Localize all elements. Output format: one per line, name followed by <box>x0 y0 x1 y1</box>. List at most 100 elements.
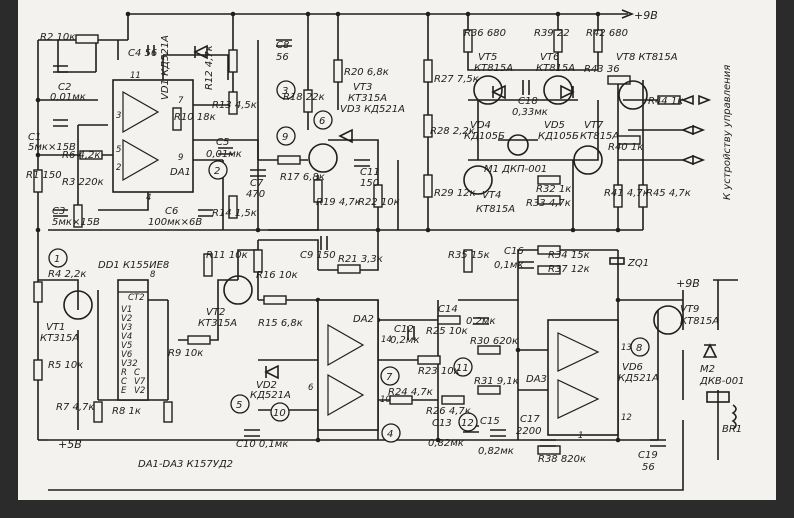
node-9: 9 <box>282 132 288 143</box>
c1-value: 5мк×15В <box>28 142 76 153</box>
node-5: 5 <box>236 400 242 411</box>
r43-label: R43 36 <box>584 64 620 75</box>
c10-label: C10 0,1мк <box>236 439 288 450</box>
vd2-type: КД521А <box>250 390 291 401</box>
supply-9v-right: +9В <box>676 277 700 290</box>
vt9-label: VT9 <box>680 304 699 315</box>
c7-label: C7 <box>250 178 264 189</box>
transistor-symbols <box>63 75 683 335</box>
r20-label: R20 6,8к <box>344 67 389 78</box>
vd6-type: КД521А <box>618 373 659 384</box>
pin-6: 6 <box>308 383 314 393</box>
c7-value: 470 <box>246 189 265 200</box>
r40-label: R40 1к <box>608 142 643 153</box>
r12-label: R12 4,7к <box>204 45 215 90</box>
c5-label: C5 <box>216 137 229 148</box>
r19-label: R19 4,7к <box>316 197 361 208</box>
r13-label: R13 4,5к <box>212 100 257 111</box>
junction-dots <box>35 11 621 443</box>
c9-label: C9 150 <box>300 250 336 261</box>
pin-11: 11 <box>130 71 141 81</box>
c1-label: C1 <box>28 132 41 143</box>
da2-chip: DA2 <box>317 299 379 431</box>
vt6-label: VT6 <box>540 52 559 63</box>
c14-value: 0,2мк <box>466 316 496 327</box>
c8-value: 56 <box>276 52 289 63</box>
r6-label: R6 4,2к <box>62 150 100 161</box>
c19-value: 56 <box>642 462 655 473</box>
pin-8: 8 <box>150 270 156 280</box>
r37-label: R37 12к <box>548 264 590 275</box>
br1-label: BR1 <box>722 424 742 435</box>
c18-value: 0,33мк <box>512 107 548 118</box>
pin-5: 5 <box>116 145 121 155</box>
da1-chip: DA1 <box>112 79 194 193</box>
c6-value: 100мк×6В <box>148 217 202 228</box>
resistor-symbols <box>33 29 681 455</box>
da3-chip: DA3 <box>526 319 619 436</box>
r45-label: R45 4,7к <box>646 188 691 199</box>
r34-label: R34 15к <box>548 250 590 261</box>
vt1-type: КТ315А <box>40 333 79 344</box>
vt7-label: VT7 <box>584 120 604 131</box>
c19-label: C19 <box>638 450 658 461</box>
r36-label: R36 680 <box>464 28 506 39</box>
vd5-type: КД105Б <box>538 131 579 142</box>
r16-label: R16 10к <box>256 270 298 281</box>
r21-label: R21 3,3к <box>338 254 383 265</box>
node-8: 8 <box>636 343 642 354</box>
r7-label: R7 4,7к <box>56 402 94 413</box>
pin-1: 1 <box>578 431 583 441</box>
motor-and-relay-symbols <box>507 134 737 430</box>
r25-label: R25 10к <box>426 326 468 337</box>
vt5-label: VT5 <box>478 52 497 63</box>
c2-label: C2 <box>58 82 71 93</box>
r5-label: R5 10к <box>48 360 83 371</box>
r44-label: R44 1к <box>648 96 683 107</box>
pin-2: 2 <box>116 163 121 173</box>
dd1-pin-v2b: V2 <box>134 386 145 396</box>
r39-label: R39 22 <box>534 28 570 39</box>
pin-4: 4 <box>146 193 151 203</box>
diode-symbols <box>193 44 718 380</box>
r10-label: R10 18к <box>174 112 216 123</box>
vt3-label: VT3 <box>353 82 372 93</box>
node-11: 11 <box>456 363 469 374</box>
r33-label: R33 4,7к <box>526 198 571 209</box>
dd1-chip: DD1 К155ИЕ8 CT2 V1 V2 V3 V4 V5 V6 V32 R … <box>98 260 169 401</box>
r41-label: R41 4,7к <box>604 188 649 199</box>
r22-label: R22 10к <box>358 197 400 208</box>
r11-label: R11 10к <box>206 250 248 261</box>
c15-label: C15 <box>480 416 500 427</box>
node-2: 2 <box>214 166 220 177</box>
vt3-type: КТ315А <box>348 93 387 104</box>
vd5-label: VD5 <box>544 120 565 131</box>
c12-label: C12 <box>394 324 414 335</box>
c16-value: 0,1мк <box>494 260 524 271</box>
vd6-label: VD6 <box>622 362 643 373</box>
c12-value: 0,2мк <box>390 335 420 346</box>
c4-label: C4 56 <box>128 48 157 59</box>
dd1-pin-v7: V7 <box>134 377 146 387</box>
pin-3: 3 <box>116 111 121 121</box>
r8-label: R8 1к <box>112 406 141 417</box>
node-7: 7 <box>386 372 393 383</box>
m2-type: ДКВ-001 <box>699 376 744 387</box>
dd1-pin-v2: V2 <box>121 314 132 324</box>
node-1: 1 <box>54 254 60 265</box>
r2-label: R2 10к <box>40 32 75 43</box>
vd4-label: VD4 <box>470 120 491 131</box>
r18-label: R18 22к <box>283 92 325 103</box>
c2-value: 0,01мк <box>50 92 86 103</box>
dd1-label: DD1 К155ИЕ8 <box>98 260 169 271</box>
vt7-type: КТ815А <box>580 131 619 142</box>
r4-label: R4 2,2к <box>48 269 86 280</box>
chips-note: DA1-DA3 К157УД2 <box>138 459 233 470</box>
da1-label: DA1 <box>170 167 191 178</box>
r14-label: R14 1,5к <box>212 208 257 219</box>
r38-label: R38 820к <box>538 454 586 465</box>
c16-label: C16 <box>504 246 524 257</box>
c6-label: C6 <box>165 206 178 217</box>
r42-label: R42 680 <box>586 28 628 39</box>
c11-value: 150 <box>360 178 379 189</box>
